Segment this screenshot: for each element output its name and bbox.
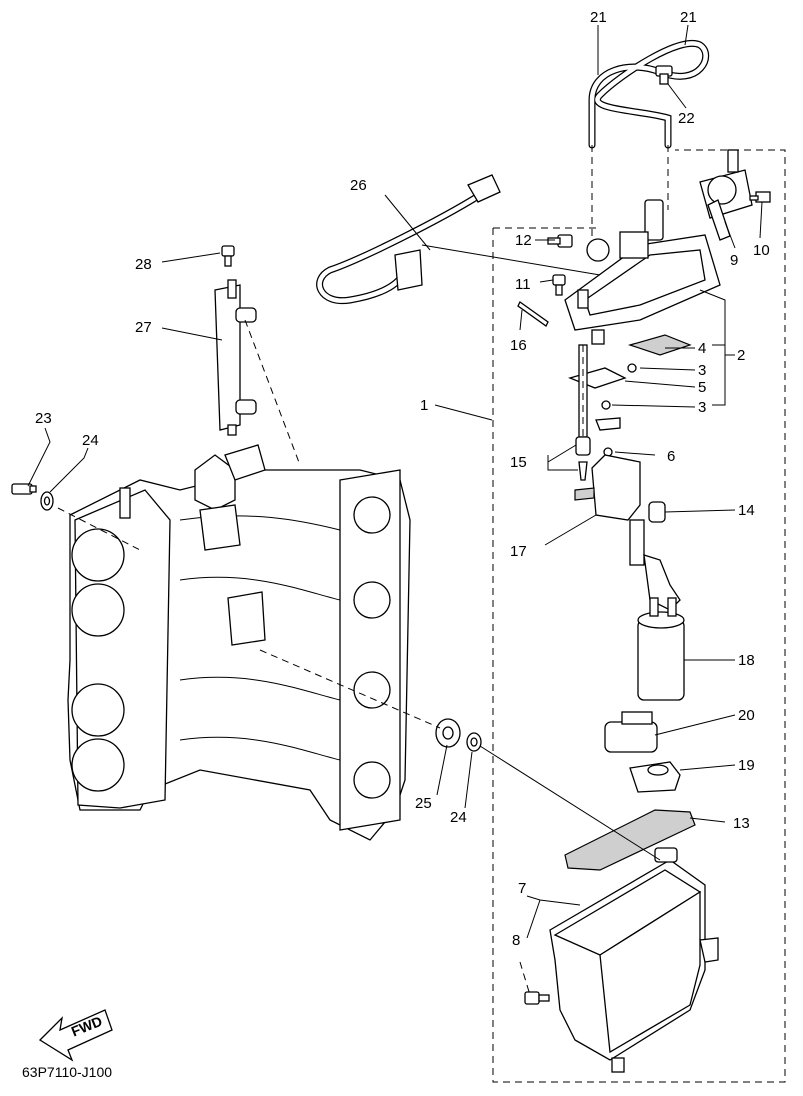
callout-21-left: 21 — [590, 9, 607, 26]
fuel-pressure-regulator-9 — [699, 149, 753, 241]
callout-17: 17 — [510, 543, 527, 560]
screw-dash-line — [57, 507, 141, 551]
gasket-13 — [564, 809, 696, 871]
callout-15: 15 — [510, 454, 527, 471]
callout-11: 11 — [515, 276, 531, 293]
screw-8 — [524, 991, 550, 1005]
callout-28: 28 — [135, 256, 152, 273]
diagram-code: 63P7110-J100 — [22, 1064, 112, 1080]
bolt-28 — [221, 245, 235, 267]
leader-lines — [27, 24, 763, 939]
callout-7: 7 — [518, 880, 526, 897]
separator-cover-2 — [564, 199, 721, 345]
callout-22: 22 — [678, 110, 695, 127]
fwd-arrow-icon: FWD — [38, 1009, 113, 1062]
callout-21-right: 21 — [680, 9, 697, 26]
grommet-24-right — [466, 732, 482, 752]
callout-27: 27 — [135, 319, 152, 336]
gasket-5 — [567, 367, 627, 389]
filter-15 — [575, 436, 591, 481]
fuel-hose-21 — [588, 40, 710, 149]
hose-joint-22 — [655, 65, 673, 85]
callout-18: 18 — [738, 652, 755, 669]
intake-manifold — [67, 444, 411, 841]
bolt-10 — [749, 191, 771, 203]
callout-26: 26 — [350, 177, 367, 194]
callout-12: 12 — [515, 232, 532, 249]
callout-3-top: 3 — [698, 362, 706, 379]
assembly-1-boundary — [492, 149, 786, 1083]
gasket-4 — [627, 334, 692, 356]
callout-6: 6 — [667, 448, 675, 465]
callout-2: 2 — [737, 347, 745, 364]
fuel-pump-18 — [629, 519, 685, 701]
callout-20: 20 — [738, 707, 755, 724]
callout-24-right: 24 — [450, 809, 467, 826]
callout-10: 10 — [753, 242, 770, 259]
wire-harness-26 — [316, 174, 501, 305]
rail-dash-line — [244, 319, 301, 466]
damper-19 — [629, 761, 681, 793]
vapor-separator-body-7 — [549, 847, 719, 1073]
grommet-14 — [648, 501, 666, 523]
wire-route-line — [421, 244, 601, 276]
fuel-rail-27 — [214, 279, 257, 436]
callout-23: 23 — [35, 410, 52, 427]
callout-9: 9 — [730, 252, 738, 269]
grommet-dash-line — [259, 649, 441, 729]
pin-16 — [517, 301, 549, 327]
callout-8: 8 — [512, 932, 520, 949]
callout-14: 14 — [738, 502, 755, 519]
screw-12 — [547, 234, 573, 248]
grommet-25 — [435, 718, 461, 748]
callout-labels: 21 21 22 26 12 11 9 10 28 27 16 4 2 3 5 … — [35, 9, 770, 949]
screw-23 — [11, 483, 37, 495]
screw-3 — [601, 363, 637, 410]
fuel-pump-driver-17 — [574, 454, 641, 521]
grommet-24-left — [40, 491, 54, 511]
grommet-route-line — [479, 745, 661, 861]
callout-25: 25 — [415, 795, 432, 812]
filter-20 — [604, 711, 658, 753]
callout-24-left: 24 — [82, 432, 99, 449]
screw8-dash — [519, 961, 531, 996]
callout-13: 13 — [733, 815, 750, 832]
callout-19: 19 — [738, 757, 755, 774]
callout-5: 5 — [698, 379, 706, 396]
callout-1: 1 — [420, 397, 428, 414]
bracket-6 — [595, 417, 621, 457]
screw-11 — [552, 274, 566, 296]
callout-4: 4 — [698, 340, 706, 357]
callout-16: 16 — [510, 337, 527, 354]
callout-3-bottom: 3 — [698, 399, 706, 416]
